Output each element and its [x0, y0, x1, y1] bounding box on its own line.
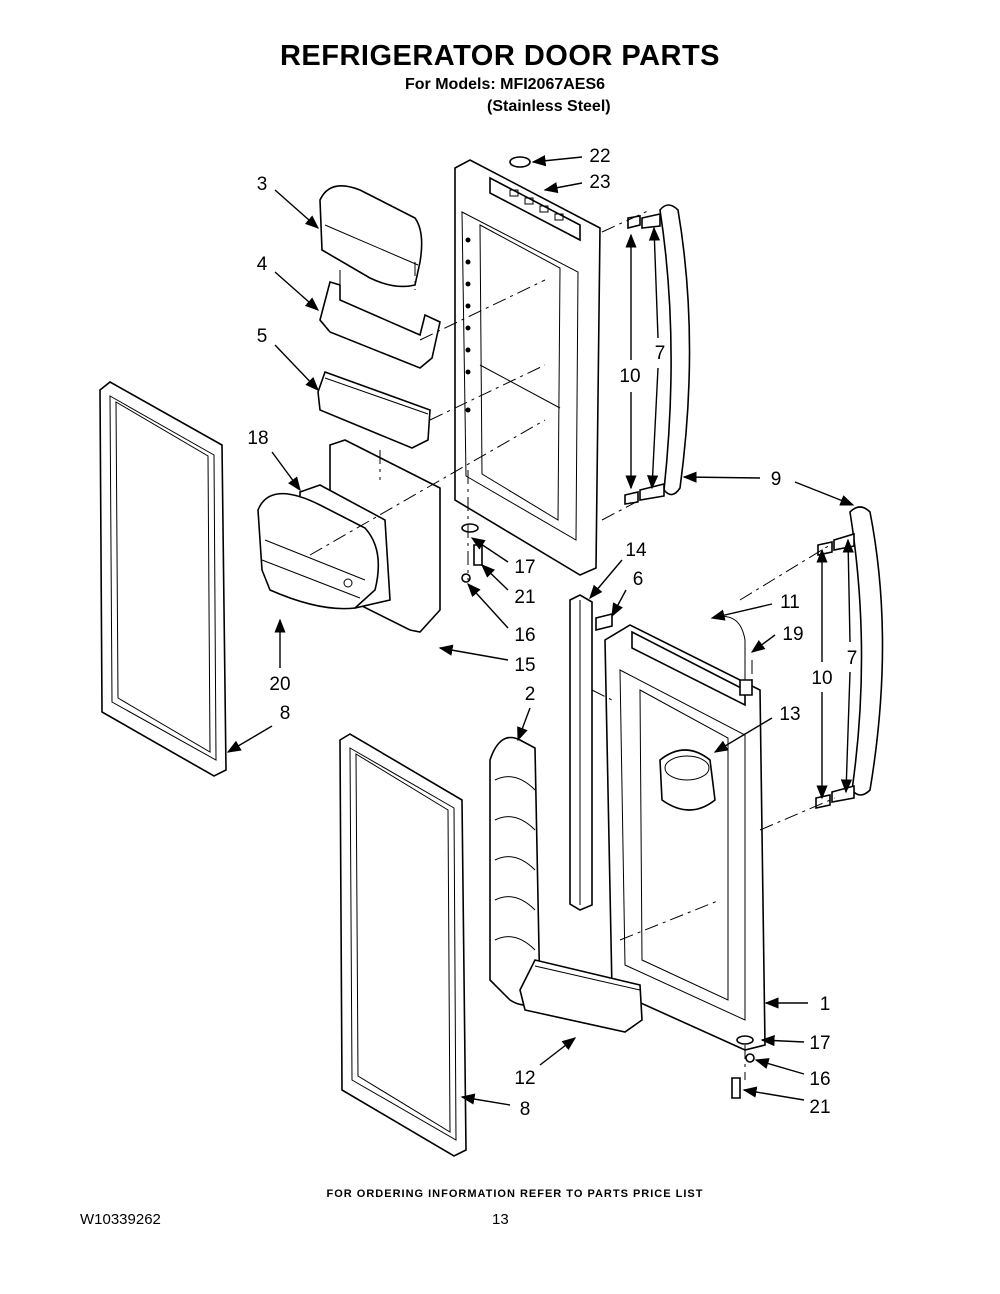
callout-21: 21 — [809, 1097, 830, 1118]
alignment-lines — [309, 209, 836, 1080]
door-gasket-lower — [339, 733, 467, 1157]
upper-hinge-hardware — [461, 523, 483, 583]
callout-10: 10 — [619, 366, 640, 387]
models-line: For Models: MFI2067AES6 — [405, 76, 606, 93]
door-gasket-upper — [99, 381, 227, 777]
dairy-bin — [319, 280, 441, 369]
callout-4: 4 — [257, 254, 268, 275]
callout-8: 8 — [520, 1099, 531, 1120]
part-19 — [739, 679, 753, 696]
lower-hinge-hardware — [731, 1035, 755, 1099]
callout-3: 3 — [257, 174, 268, 195]
part-22 — [509, 156, 531, 168]
callout-22: 22 — [589, 146, 610, 167]
callout-17: 17 — [809, 1033, 830, 1054]
callout-2: 2 — [525, 684, 536, 705]
finish-line: (Stainless Steel) — [487, 98, 611, 115]
callout-7: 7 — [655, 343, 666, 364]
callout-11: 11 — [780, 592, 800, 613]
callout-16: 16 — [809, 1069, 830, 1090]
ice-bin-assembly — [257, 439, 441, 633]
callout-6: 6 — [633, 569, 644, 590]
callout-7: 7 — [847, 648, 858, 669]
callout-labels: 3 4 5 18 22 23 10 7 9 17 21 16 15 14 6 20 8 2 11 19 13 10 7 1 17… — [247, 146, 857, 1120]
callout-8: 8 — [280, 703, 291, 724]
lower-door-bin — [519, 959, 643, 1033]
callout-10: 10 — [811, 668, 832, 689]
callout-1: 1 — [820, 994, 831, 1015]
ordering-note: FOR ORDERING INFORMATION REFER TO PARTS … — [326, 1188, 704, 1200]
page-title: REFRIGERATOR DOOR PARTS — [279, 40, 721, 72]
callout-20: 20 — [269, 674, 290, 695]
door-divider-strip — [569, 594, 593, 911]
callout-15: 15 — [514, 655, 535, 676]
door-bin-small — [317, 370, 431, 449]
callout-23: 23 — [589, 172, 610, 193]
callout-9: 9 — [771, 469, 782, 490]
upper-door-liner — [454, 159, 601, 576]
page-number: 13 — [492, 1211, 509, 1228]
callout-21: 21 — [514, 587, 535, 608]
callout-5: 5 — [257, 326, 268, 347]
screw-6 — [595, 612, 613, 632]
callout-16: 16 — [514, 625, 535, 646]
callout-14: 14 — [625, 540, 647, 561]
callout-13: 13 — [779, 704, 800, 725]
callout-19: 19 — [782, 624, 803, 645]
callout-18: 18 — [247, 428, 268, 449]
callout-17: 17 — [514, 557, 535, 578]
leader-arrows — [226, 155, 855, 1106]
callout-12: 12 — [514, 1068, 535, 1089]
document-number: W10339262 — [80, 1211, 161, 1228]
dairy-door-cover — [319, 184, 423, 288]
